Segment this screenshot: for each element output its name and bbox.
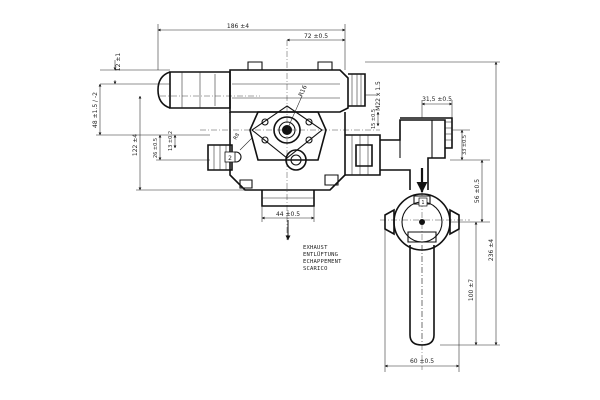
exhaust-label-de: ENTLÜFTUNG <box>303 251 338 258</box>
port-markers: 2 1 <box>224 151 428 207</box>
dim-60: 60 ±0.5 <box>410 358 434 365</box>
dim-48: 48 ±1.5 / -2 <box>92 92 99 128</box>
port-2-label: 2 <box>228 155 232 162</box>
exhaust-label-fr: ECHAPPEMENT <box>303 259 342 265</box>
exhaust-label-en: EXHAUST <box>303 245 328 251</box>
dim-33: 33 ±0.5 <box>462 135 468 155</box>
dim-100: 100 ±7 <box>468 279 475 301</box>
port-1-label: 1 <box>421 200 424 206</box>
exhaust-label-it: SCARICO <box>303 266 328 272</box>
exhaust-indicator: EXHAUST ENTLÜFTUNG ECHAPPEMENT SCARICO <box>285 210 342 272</box>
dim-44: 44 ±0.5 <box>276 211 300 218</box>
dim-15: 15 ±0.5 <box>371 109 377 129</box>
dim-12: 12 ±1 <box>115 53 122 72</box>
dim-13: 13 ±0.2 <box>168 131 174 151</box>
dim-186: 186 ±4 <box>227 23 249 30</box>
dim-72: 72 ±0.5 <box>304 33 328 40</box>
dim-122: 122 ±4 <box>132 134 139 156</box>
dim-56: 56 ±0.5 <box>474 179 481 203</box>
lever-actuator <box>384 168 460 346</box>
valve-body <box>157 61 366 207</box>
dim-r16: R16 <box>297 84 308 98</box>
dim-m22: M22 x 1.5 <box>375 81 382 111</box>
dimension-lines: 186 ±4 72 ±0.5 12 ±1 48 ±1.5 / -2 122 ±4… <box>92 23 500 372</box>
dim-236: 236 ±4 <box>488 239 495 261</box>
right-pipe-assembly <box>345 117 453 190</box>
dim-r8: R8 <box>233 132 242 141</box>
dim-31-5: 31,5 ±0.5 <box>422 96 452 103</box>
dim-26: 26 ±0.5 <box>153 138 159 158</box>
